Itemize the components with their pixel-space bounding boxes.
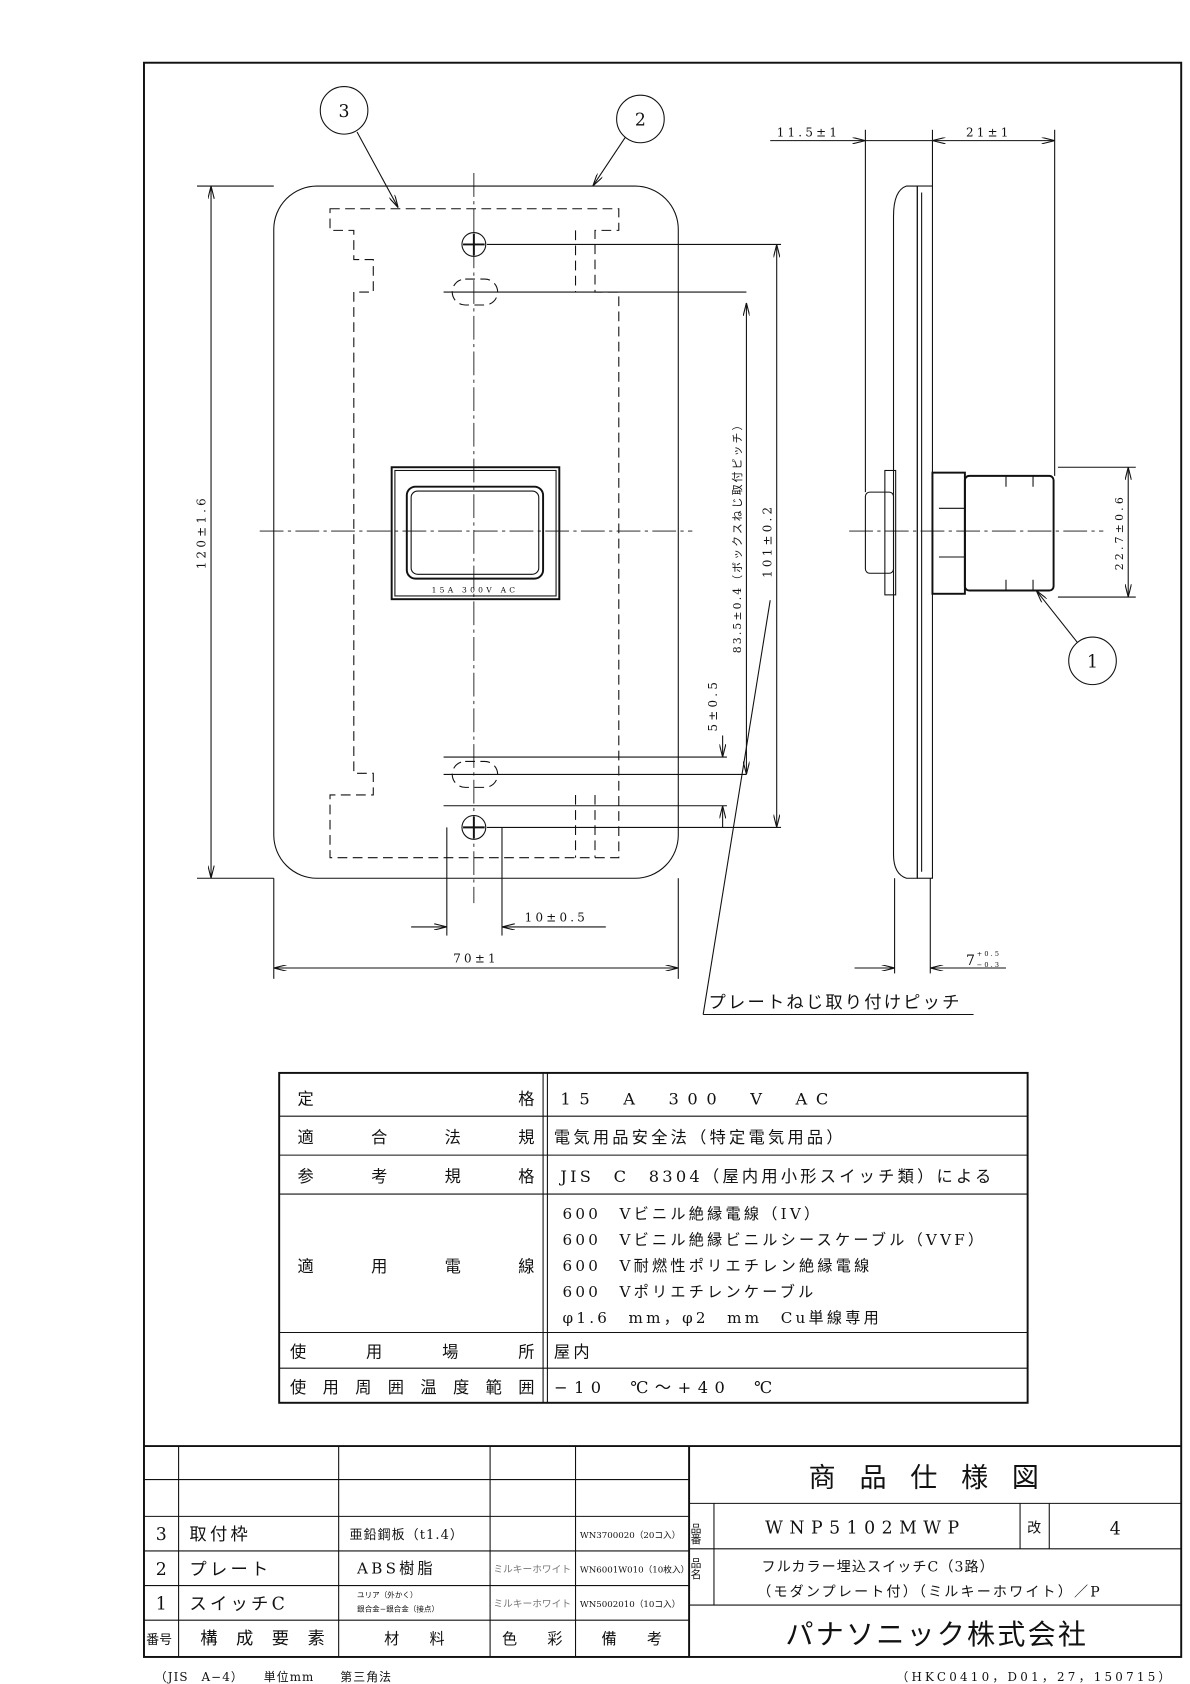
svg-text:ミルキーホワイト: ミルキーホワイト <box>493 1598 571 1610</box>
part-no-label: 品番 <box>689 1522 702 1545</box>
svg-text:スイッチC: スイッチC <box>189 1594 288 1614</box>
screw-icon <box>461 814 487 840</box>
spec-value: 電気用品安全法（特定電気用品） <box>554 1128 846 1147</box>
dim-box-screw-pitch: 83.5±0.4（ボックスねじ取付ピッチ） <box>731 418 744 654</box>
dim-plate-screw-pitch: 101±0.2 <box>760 504 774 578</box>
svg-text:色 彩: 色 彩 <box>502 1630 563 1648</box>
side-view: 11.5±1 21±1 22.7±0.6 7 +0.5 −0.3 1 <box>770 125 1136 974</box>
leader-note: プレートねじ取り付けピッチ <box>709 993 962 1013</box>
part-no: WNP5102MWP <box>765 1519 966 1539</box>
screw-icon <box>461 231 487 257</box>
balloon-3: 3 <box>319 85 398 208</box>
switch-body: 15A 300V AC <box>390 466 561 601</box>
footer-left: （JIS A−4） 単位mm 第三角法 <box>155 1670 392 1684</box>
mounting-frame <box>329 208 620 859</box>
svg-text:取付枠: 取付枠 <box>189 1525 251 1545</box>
dim-slot-offset: 5±0.5 <box>706 679 720 732</box>
svg-text:3: 3 <box>339 102 350 122</box>
spec-value: 屋内 <box>554 1342 593 1361</box>
title-block: 商品仕様図 品番 WNP5102MWP 改 4 品名 フルカラー埋込スイッチC（… <box>689 1463 1182 1651</box>
drawing-title: 商品仕様図 <box>809 1463 1063 1494</box>
spec-value: 15 A 300 V AC <box>560 1089 837 1108</box>
svg-text:備 考: 備 考 <box>602 1630 663 1648</box>
svg-text:1: 1 <box>156 1594 167 1614</box>
dim-height: 120±1.6 <box>195 495 209 569</box>
svg-text:材 料: 材 料 <box>384 1630 445 1648</box>
balloon-2: 2 <box>593 94 665 186</box>
spec-value: 600 Vビニル絶縁ビニルシースケーブル（VVF） <box>563 1231 987 1249</box>
dim-depth-front: 11.5±1 <box>777 125 840 139</box>
svg-text:2: 2 <box>635 110 646 130</box>
svg-text:亜鉛鋼板（t1.4）: 亜鉛鋼板（t1.4） <box>349 1528 463 1543</box>
dim-depth-back: 21±1 <box>966 125 1012 139</box>
footer-drawing-code: （HKC0410，D01，27，150715） <box>896 1670 1173 1684</box>
balloon-1: 1 <box>1036 591 1117 686</box>
svg-text:ABS樹脂: ABS樹脂 <box>356 1560 436 1578</box>
spec-value: 600 Vビニル絶縁電線（IV） <box>563 1205 823 1223</box>
svg-text:1: 1 <box>1087 652 1098 672</box>
dim-body-height: 22.7±0.6 <box>1113 494 1126 570</box>
spec-label: 適 合 法 規 <box>298 1128 538 1147</box>
revision: 4 <box>1110 1520 1121 1540</box>
spec-label: 定 格 <box>298 1089 538 1108</box>
svg-text:プレート: プレート <box>189 1560 271 1580</box>
svg-text:番号: 番号 <box>146 1633 172 1648</box>
product-name-line2: （モダンプレート付）（ミルキーホワイト）／P <box>757 1584 1102 1600</box>
spec-label: 使用周囲温度範囲 <box>290 1378 538 1397</box>
spec-label: 適 用 電 線 <box>298 1257 538 1276</box>
spec-label: 参 考 規 格 <box>298 1167 538 1186</box>
dim-plate-thickness: 7 <box>966 953 975 969</box>
rating-mark: 15A 300V AC <box>432 586 519 595</box>
dim-screw-offset: 10±0.5 <box>525 910 588 924</box>
spec-value: 600 Vポリエチレンケーブル <box>563 1283 817 1301</box>
plate-outline <box>273 185 679 879</box>
svg-text:ミルキーホワイト: ミルキーホワイト <box>493 1564 571 1576</box>
spec-value: φ1.6 mm，φ2 mm Cu単線専用 <box>563 1309 882 1327</box>
name-label: 品名 <box>689 1557 702 1579</box>
svg-text:2: 2 <box>156 1560 167 1580</box>
spec-table: 定 格 15 A 300 V AC 適 合 法 規 電気用品安全法（特定電気用品… <box>278 1071 1029 1404</box>
spec-value: JIS C 8304（屋内用小形スイッチ類）による <box>558 1167 994 1186</box>
dim-width: 70±1 <box>453 952 499 966</box>
svg-text:+0.5: +0.5 <box>977 950 1001 958</box>
company-name: パナソニック株式会社 <box>785 1618 1088 1651</box>
revision-label: 改 <box>1027 1521 1041 1537</box>
product-name-line1: フルカラー埋込スイッチC（3路） <box>762 1560 995 1576</box>
svg-text:構 成 要 素: 構 成 要 素 <box>200 1629 331 1649</box>
spec-value: 600 V耐燃性ポリエチレン絶縁電線 <box>563 1257 873 1275</box>
svg-text:WN6001W010（10枚入）: WN6001W010（10枚入） <box>580 1564 689 1576</box>
spec-label: 使 用 場 所 <box>290 1342 538 1361</box>
drawing-frame <box>143 61 1183 1658</box>
svg-text:WN5002010（10コ入）: WN5002010（10コ入） <box>580 1599 680 1610</box>
front-view: 15A 300V AC 120±1.6 70±1 10±0.5 <box>195 85 974 1016</box>
svg-text:ユリア（外かく）: ユリア（外かく） <box>357 1589 418 1599</box>
spec-value: −10 ℃〜+40 ℃ <box>554 1378 779 1397</box>
svg-text:銀合金−銀合金（接点）: 銀合金−銀合金（接点） <box>357 1604 439 1614</box>
parts-table: 3 取付枠 亜鉛鋼板（t1.4） WN3700020（20コ入） 2 プレート … <box>143 1445 1182 1657</box>
svg-text:WN3700020（20コ入）: WN3700020（20コ入） <box>580 1530 680 1541</box>
svg-text:3: 3 <box>156 1525 167 1545</box>
svg-text:−0.3: −0.3 <box>977 961 1001 969</box>
